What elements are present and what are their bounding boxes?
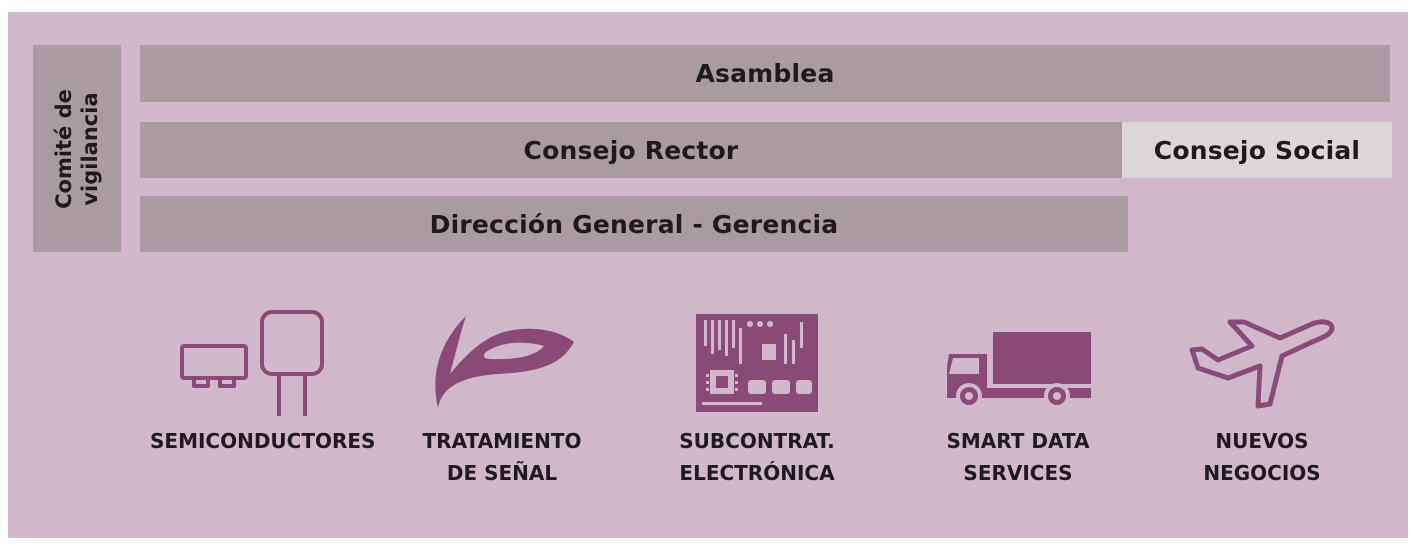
truck-icon — [947, 332, 1091, 409]
division-label-subcontrat-electronica: SUBCONTRAT. ELECTRÓNICA — [679, 429, 835, 485]
board-label: Consejo Rector — [523, 135, 739, 165]
management-label: Dirección General - Gerencia — [429, 209, 839, 239]
social-council-label: Consejo Social — [1153, 135, 1361, 165]
social-council-box: Consejo Social — [1122, 122, 1392, 178]
signal-processing-icon — [435, 316, 574, 408]
assembly-box: Asamblea — [140, 45, 1390, 102]
airplane-icon — [1189, 319, 1335, 409]
committee-box: Comité de vigilancia — [33, 45, 121, 252]
division-label-smart-data-services: SMART DATA SERVICES — [946, 429, 1090, 485]
management-box: Dirección General - Gerencia — [140, 196, 1128, 252]
division-label-tratamiento-senal: TRATAMIENTO DE SEÑAL — [422, 429, 582, 485]
circuit-board-icon — [696, 314, 818, 412]
board-box: Consejo Rector — [140, 122, 1122, 178]
division-label-nuevos-negocios: NUEVOS NEGOCIOS — [1203, 429, 1321, 485]
committee-label: Comité de vigilancia — [52, 88, 102, 209]
division-label-semiconductores: SEMICONDUCTORES — [150, 429, 376, 453]
assembly-label: Asamblea — [695, 59, 835, 88]
semiconductor-icon — [180, 310, 324, 416]
